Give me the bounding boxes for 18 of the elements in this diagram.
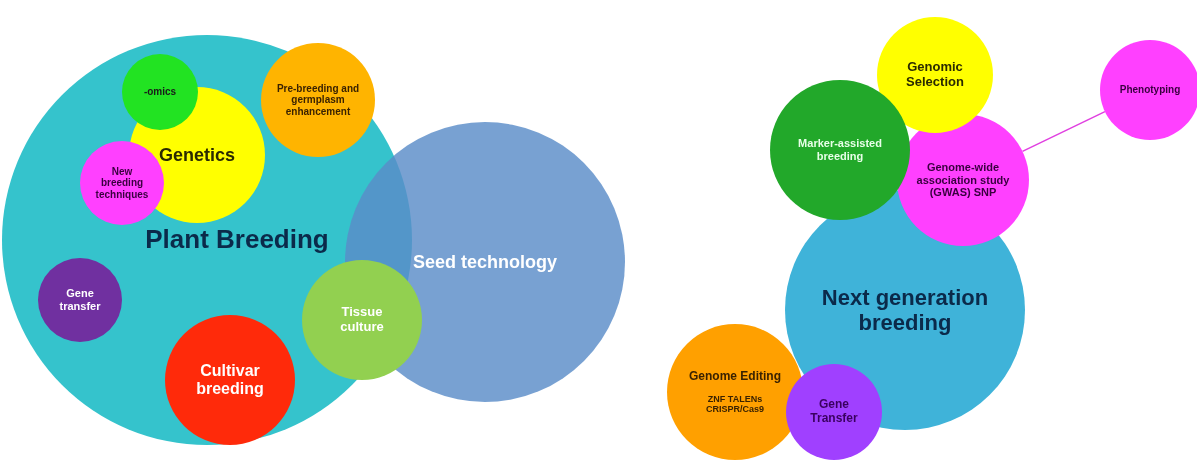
bubble-label: Genome Editing	[689, 369, 781, 384]
bubble-label: Pre-breeding and germplasm enhancement	[276, 82, 360, 118]
bubble-label: Plant Breeding	[145, 225, 329, 255]
connector-line	[1021, 110, 1106, 153]
bubble-label: Marker-assisted breeding	[797, 137, 883, 163]
bubble-label: -omics	[143, 86, 177, 98]
bubble-note: ZNF TALENs CRISPR/Cas9	[705, 393, 765, 415]
bubble-label: Genome-wide association study (GWAS) SNP	[915, 161, 1011, 199]
bubble-label: Cultivar breeding	[195, 361, 265, 399]
bubble-label: Seed technology	[413, 251, 557, 273]
bubble-label: Tissue culture	[339, 305, 385, 335]
bubble-label: Next generation breeding	[820, 284, 990, 336]
bubble-label: Genetics	[158, 144, 235, 166]
bubble-label: Gene Transfer	[809, 398, 859, 426]
bubble-label: Phenotyping	[1119, 84, 1181, 96]
bubble-label: New breeding techniques	[94, 165, 150, 201]
bubble-label: Genomic Selection	[905, 60, 965, 90]
bubble-label: Gene transfer	[58, 287, 102, 313]
